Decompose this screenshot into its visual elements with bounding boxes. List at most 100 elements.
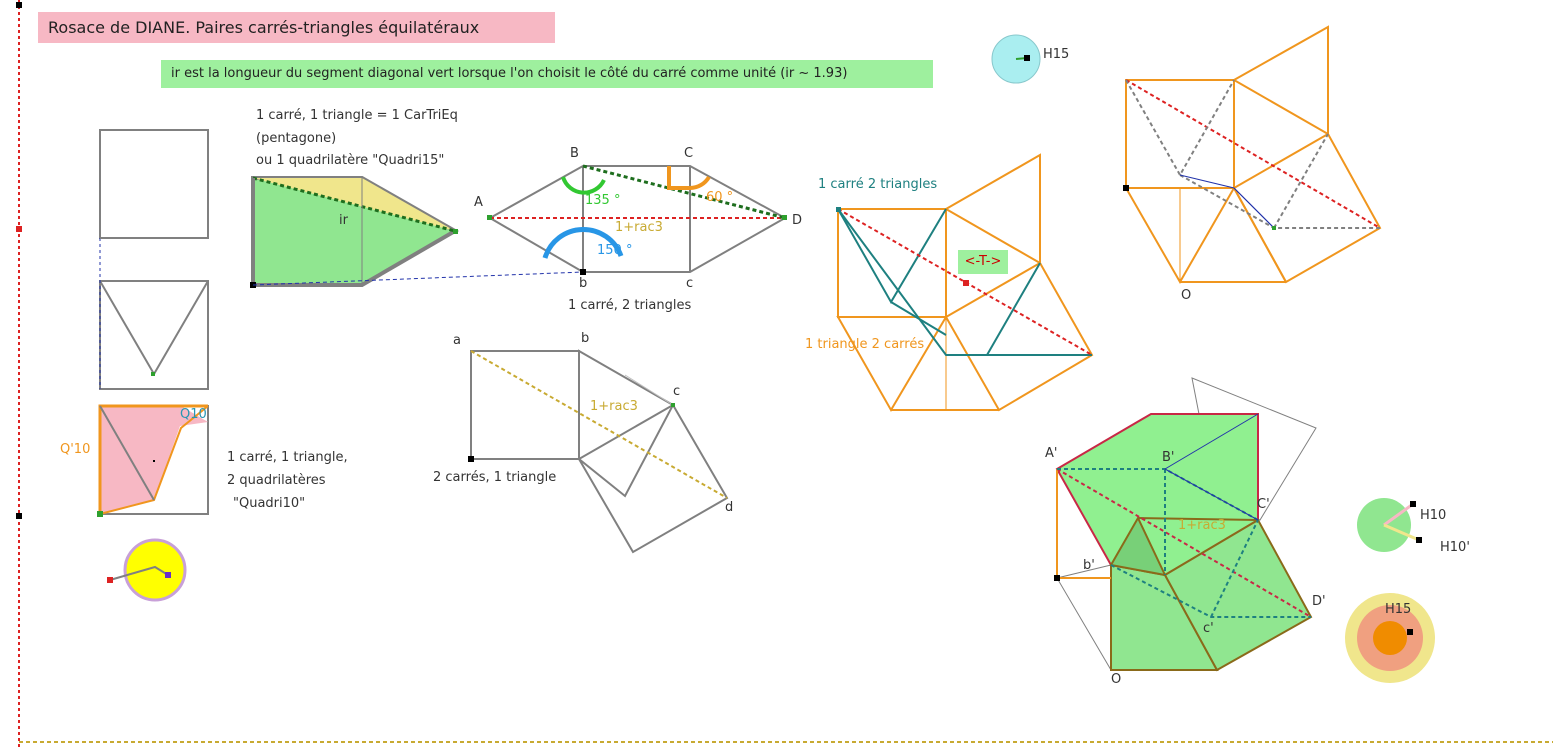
quadri10-diagonal	[99, 405, 155, 501]
axis-top-point[interactable]	[16, 2, 22, 8]
mid-top-desc: 1 carré 2 triangles	[818, 177, 938, 192]
rt-label-o: O	[1181, 288, 1192, 303]
h10-needle	[1383, 502, 1414, 527]
pentagon-blue-guide	[252, 271, 584, 286]
rt-gray-v	[1125, 79, 1235, 178]
hex-label-a: A	[474, 195, 483, 210]
mid-point-tl	[836, 207, 841, 212]
rt-anchor-point[interactable]	[1123, 185, 1129, 191]
rt-blue-2	[1233, 187, 1275, 229]
mid-teal-inner	[890, 301, 947, 336]
h10-label: H10	[1420, 508, 1447, 523]
ir-label: ir	[339, 213, 348, 228]
rt-edge-3	[1233, 187, 1287, 283]
h10p-label: H10'	[1440, 540, 1470, 555]
quadri10-center-point	[153, 460, 155, 462]
h10p-handle[interactable]	[1416, 537, 1422, 543]
yellow-dial-needle	[109, 565, 169, 581]
sq-label-a: a	[453, 333, 461, 348]
pentagon-desc-3: ou 1 quadrilatère "Quadri15"	[256, 153, 445, 168]
left-v-triangle	[99, 280, 209, 376]
q10-label: Q10	[180, 407, 207, 422]
ir-note: ir est la longueur du segment diagonal v…	[161, 60, 933, 88]
big-rac3-label: 1+rac3	[1178, 518, 1226, 533]
angle-c-right	[667, 166, 690, 190]
big-small-triangle	[1109, 515, 1167, 577]
hexagon-point-b-lower[interactable]	[580, 269, 586, 275]
h15-bottom-inner	[1373, 621, 1407, 655]
big-label-b: B'	[1162, 450, 1175, 465]
big-teal-diag	[1210, 519, 1259, 618]
angle-60-arc	[689, 175, 711, 190]
hex-label-b: B	[570, 146, 579, 161]
sq-point-c	[671, 403, 675, 407]
yellow-dial[interactable]	[123, 538, 187, 602]
sq-point-anchor[interactable]	[468, 456, 474, 462]
hex-rac3-label: 1+rac3	[615, 220, 663, 235]
sq-faint-guide	[624, 374, 674, 406]
big-gray-outline-2	[1056, 564, 1112, 671]
quadri10-desc-3: "Quadri10"	[233, 496, 306, 511]
hex-label-c: C	[684, 146, 694, 161]
axis-lower-point[interactable]	[16, 513, 22, 519]
sq-triangle	[578, 349, 675, 498]
left-v-point	[151, 372, 155, 376]
h15-bottom-handle[interactable]	[1407, 629, 1413, 635]
mid-teal-path	[837, 208, 1041, 356]
h10p-needle	[1383, 523, 1420, 542]
mid-bottom-desc: 1 triangle 2 carrés	[805, 337, 925, 352]
rt-thin-1	[1179, 187, 1235, 283]
sq-square-2	[577, 403, 729, 554]
h15-bottom-label: H15	[1385, 602, 1412, 617]
h15-top-handle[interactable]	[1024, 55, 1030, 61]
mid-center-handle[interactable]	[963, 280, 969, 286]
quadri10-corner-point[interactable]	[97, 511, 103, 517]
hex-label-d: D	[792, 213, 803, 228]
angle-150-arc	[542, 226, 624, 259]
sq-desc: 2 carrés, 1 triangle	[433, 470, 557, 485]
quadri10-desc-2: 2 quadrilatères	[227, 473, 326, 488]
sq-square-1	[470, 350, 580, 460]
hex-label-b-lower: b	[579, 276, 588, 291]
pentagon-tip-point	[453, 229, 458, 234]
hexagon-bd-diagonal	[582, 164, 786, 220]
pentagon-desc-2: (pentagone)	[256, 131, 337, 146]
mid-thin-1	[890, 316, 947, 411]
sq-label-d: d	[725, 500, 734, 515]
quadri10-orange-inner	[99, 405, 209, 515]
big-label-a: A'	[1045, 446, 1058, 461]
hex-desc: 1 carré, 2 triangles	[568, 298, 692, 313]
page-title: Rosace de DIANE. Paires carrés-triangles…	[38, 12, 555, 43]
hex-label-c-lower: c	[686, 276, 694, 291]
h15-top-label: H15	[1043, 47, 1070, 62]
big-blue-2	[1164, 468, 1259, 521]
yellow-dial-purple-handle[interactable]	[165, 572, 171, 578]
angle-60-label: 60 °	[706, 190, 734, 205]
left-square	[99, 129, 209, 239]
sq-rac3-label: 1+rac3	[590, 399, 638, 414]
h10-handle[interactable]	[1410, 501, 1416, 507]
sq-label-b: b	[581, 331, 590, 346]
quadri10-desc-1: 1 carré, 1 triangle,	[227, 450, 348, 465]
big-label-c: C'	[1257, 497, 1270, 512]
sq-ad-diagonal	[470, 350, 728, 499]
big-label-c-lower: c'	[1203, 621, 1214, 636]
rt-triangle-1	[1231, 25, 1329, 136]
big-label-o: O	[1111, 672, 1122, 687]
rt-gray-up	[1273, 133, 1329, 229]
pentagon-desc-1: 1 carré, 1 triangle = 1 CarTriEq	[256, 108, 458, 123]
t-translate-button[interactable]: <-T->	[958, 250, 1008, 274]
axis-slider-point[interactable]	[16, 226, 22, 232]
mid-triangle-top	[943, 153, 1041, 265]
sq-label-c: c	[673, 384, 681, 399]
rt-center-point	[1272, 226, 1276, 230]
mid-teal-v	[837, 208, 947, 304]
big-brown-line	[1137, 517, 1259, 521]
rt-gray-path	[1179, 174, 1380, 229]
yellow-dial-red-handle[interactable]	[107, 577, 113, 583]
big-anchor-point[interactable]	[1054, 575, 1060, 581]
angle-135-label: 135 °	[585, 193, 621, 208]
big-label-b-lower: b'	[1083, 558, 1095, 573]
angle-135-arc	[561, 176, 606, 195]
